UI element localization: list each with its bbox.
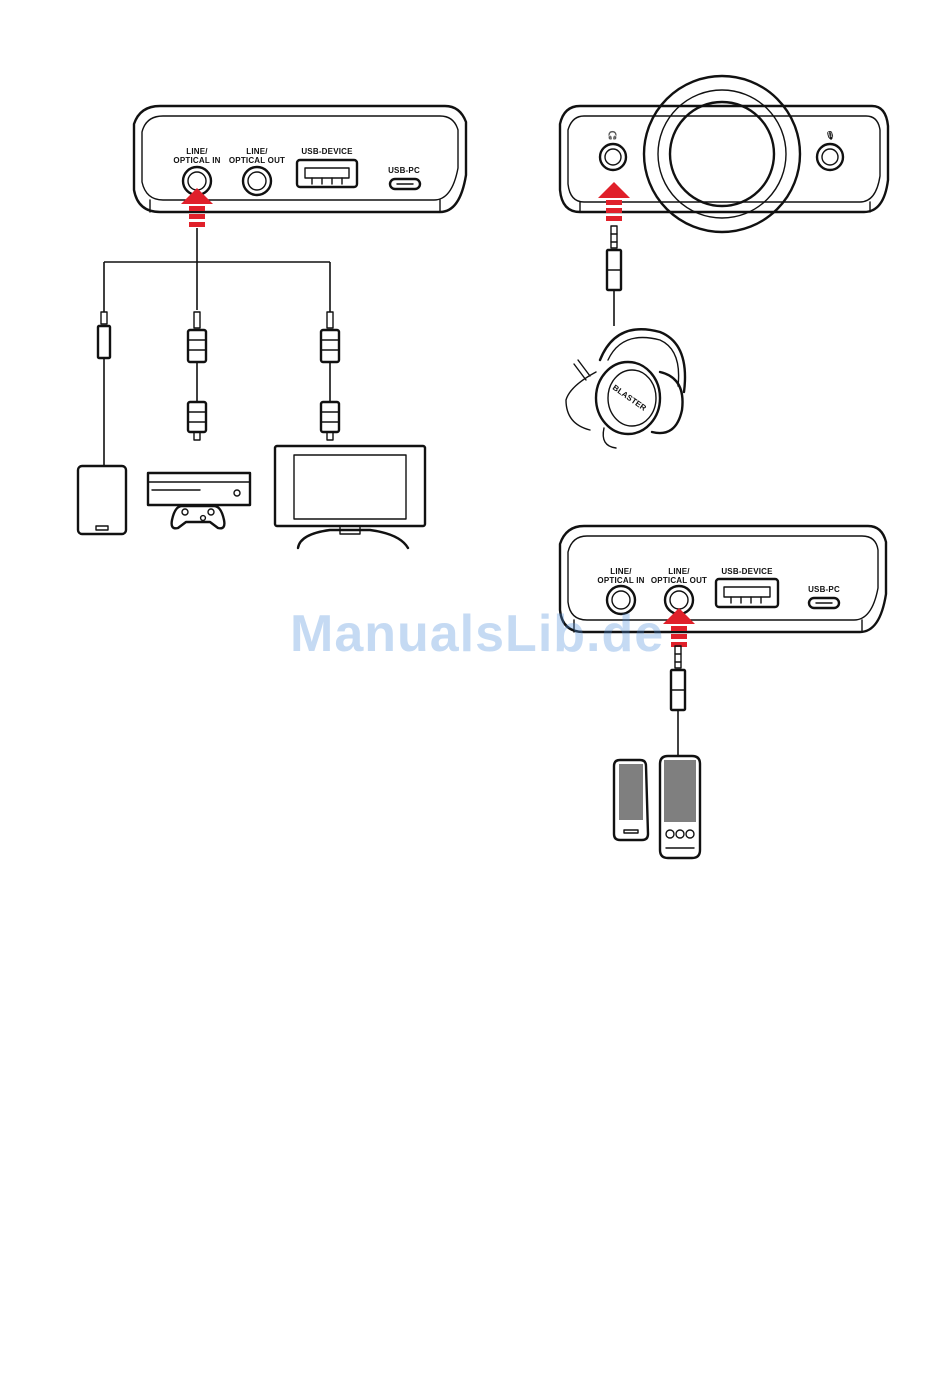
usb-pc-port: USB-PC [388, 166, 420, 189]
svg-text:LINE/: LINE/ [246, 147, 268, 156]
svg-text:OPTICAL OUT: OPTICAL OUT [651, 576, 707, 585]
speaker-plug [671, 646, 685, 756]
svg-text:USB-DEVICE: USB-DEVICE [721, 567, 773, 576]
headphone-icon: 🎧 [608, 130, 618, 140]
device-rear-panel-top-left: LINE/ OPTICAL IN LINE/ OPTICAL OUT USB-D… [134, 106, 466, 227]
svg-text:LINE/: LINE/ [668, 567, 690, 576]
insert-arrow-icon [181, 188, 213, 227]
svg-text:OPTICAL IN: OPTICAL IN [173, 156, 220, 165]
television-icon [275, 446, 425, 548]
optical-plug-tv [321, 312, 339, 440]
svg-text:OPTICAL IN: OPTICAL IN [597, 576, 644, 585]
insert-arrow-icon [663, 608, 695, 647]
microphone-jack: 🎙 [817, 131, 843, 170]
line-optical-out-port: LINE/ OPTICAL OUT [229, 147, 285, 195]
svg-text:USB-DEVICE: USB-DEVICE [301, 147, 353, 156]
gaming-headset-icon: BLASTER [566, 329, 685, 448]
desktop-speakers-icon [614, 756, 700, 858]
line-optical-in-port: LINE/ OPTICAL IN [173, 147, 220, 195]
analog-plug-left [98, 312, 110, 466]
usb-device-port: USB-DEVICE [297, 147, 357, 187]
svg-text:BLASTER: BLASTER [611, 383, 648, 413]
usb-pc-port: USB-PC [808, 585, 840, 608]
svg-text:OPTICAL OUT: OPTICAL OUT [229, 156, 285, 165]
svg-text:LINE/: LINE/ [610, 567, 632, 576]
portable-speaker-icon [78, 466, 126, 534]
svg-text:USB-PC: USB-PC [808, 585, 840, 594]
game-console-icon [148, 473, 250, 528]
microphone-icon: 🎙 [825, 131, 835, 140]
usb-device-port: USB-DEVICE [716, 567, 778, 607]
watermark-text: ManualsLib.de [290, 604, 664, 664]
input-cable-tree [104, 228, 330, 312]
headset-plug [607, 226, 621, 326]
svg-text:USB-PC: USB-PC [388, 166, 420, 175]
device-front-panel-top-right: 🎧 🎙 [560, 76, 888, 232]
headphone-jack: 🎧 [600, 130, 626, 170]
svg-text:LINE/: LINE/ [186, 147, 208, 156]
optical-plug-console [188, 312, 206, 440]
